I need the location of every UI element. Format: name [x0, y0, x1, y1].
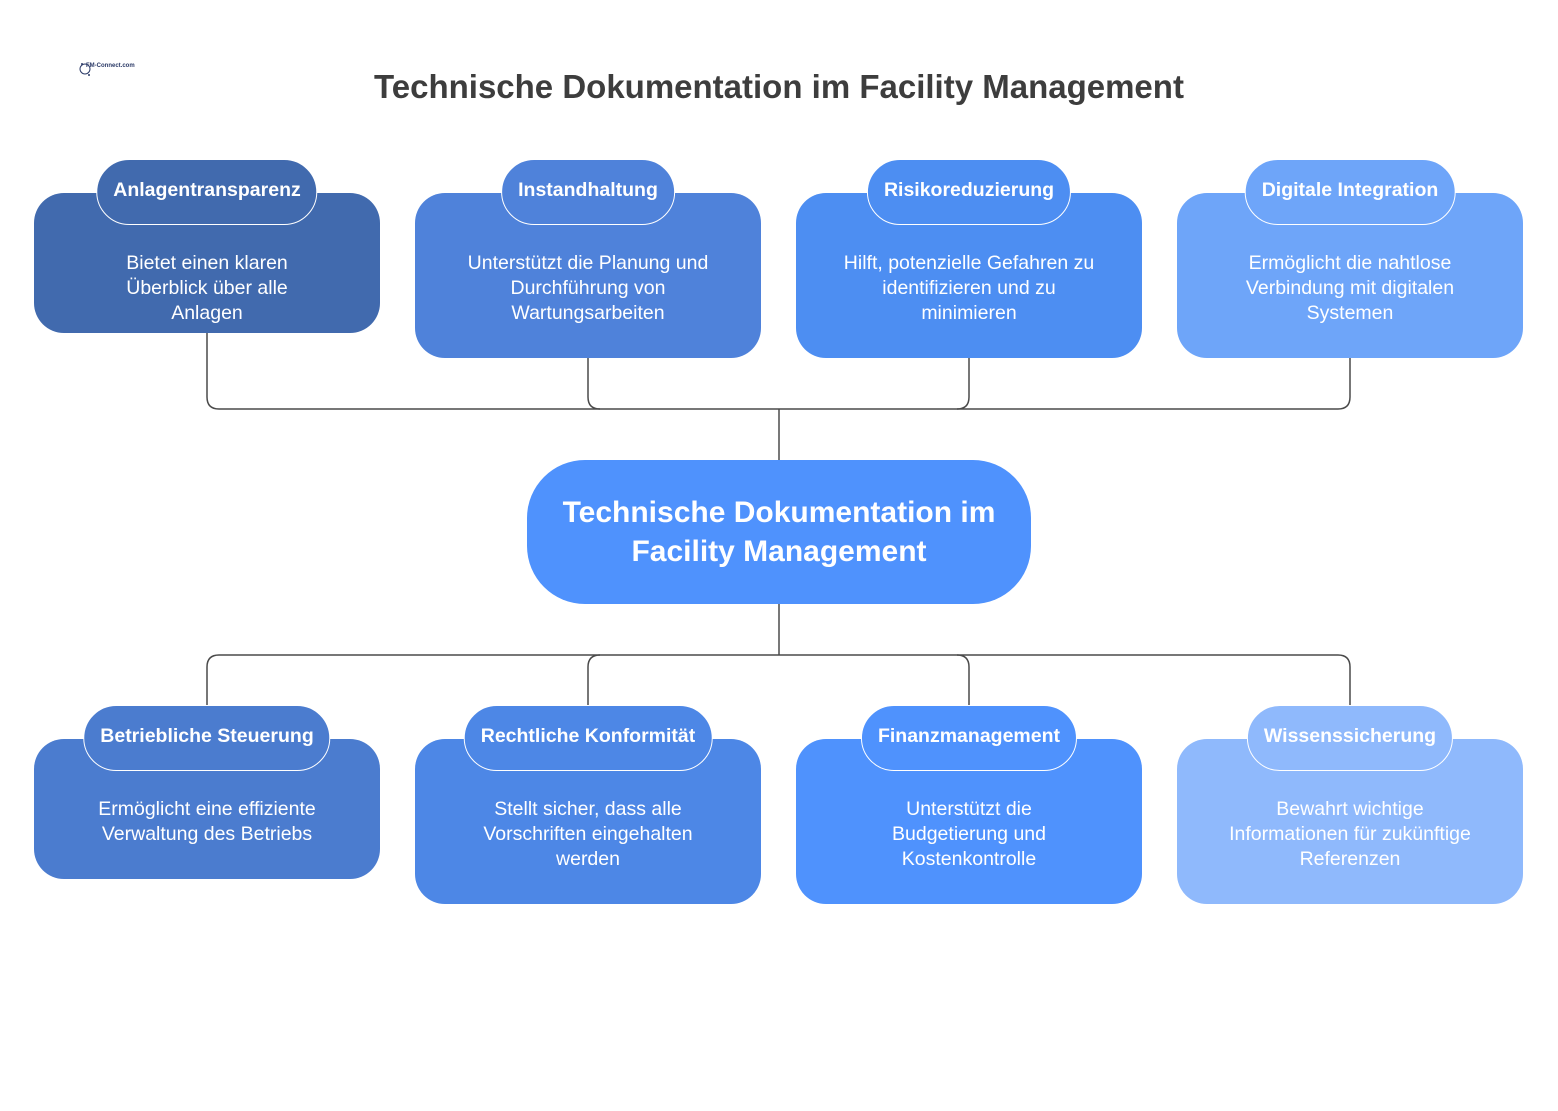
card-instandhaltung: Instandhaltung Unterstützt die Planung u…: [415, 159, 761, 358]
card-digitale-integration: Digitale Integration Ermöglicht die naht…: [1177, 159, 1523, 358]
card-label: Anlagentransparenz: [96, 159, 318, 225]
connector-bottom-3: [956, 654, 970, 705]
card-description: Bewahrt wichtige Informationen für zukün…: [1229, 798, 1471, 870]
card-label: Digitale Integration: [1244, 159, 1456, 225]
card-description: Hilft, potenzielle Gefahren zu identifiz…: [843, 252, 1095, 324]
card-finanzmanagement: Finanzmanagement Unterstützt die Budgeti…: [796, 705, 1142, 904]
card-description: Unterstützt die Planung und Durchführung…: [467, 252, 709, 324]
card-anlagentransparenz: Anlagentransparenz Bietet einen klaren Ü…: [34, 159, 380, 333]
card-description: Unterstützt die Budgetierung und Kostenk…: [892, 798, 1046, 870]
card-label: Finanzmanagement: [860, 705, 1078, 771]
card-risikoreduzierung: Risikoreduzierung Hilft, potenzielle Gef…: [796, 159, 1142, 358]
card-label: Betriebliche Steuerung: [83, 705, 331, 771]
card-description: Bietet einen klaren Überblick über alle …: [126, 252, 288, 324]
connector-top-2: [587, 358, 601, 410]
logo-icon: [79, 63, 91, 76]
card-description: Stellt sicher, dass alle Vorschriften ei…: [483, 798, 693, 870]
logo-text: FM-Connect.com: [86, 63, 135, 69]
card-wissenssicherung: Wissenssicherung Bewahrt wichtige Inform…: [1177, 705, 1523, 904]
card-betriebliche-steuerung: Betriebliche Steuerung Ermöglicht eine e…: [34, 705, 380, 879]
connector-top-1: [206, 333, 779, 410]
fm-connect-logo: FM-Connect.com: [78, 60, 135, 78]
card-rechtliche-konformitaet: Rechtliche Konformität Stellt sicher, da…: [415, 705, 761, 904]
connector-top-3: [956, 358, 970, 410]
card-description: Ermöglicht eine effiziente Verwaltung de…: [98, 798, 316, 845]
card-label: Instandhaltung: [501, 159, 675, 225]
card-description: Ermöglicht die nahtlose Verbindung mit d…: [1245, 252, 1455, 324]
connector-bottom-2: [587, 654, 601, 705]
connector-bottom-outer: [206, 654, 1351, 705]
central-topic: Technische Dokumentation im Facility Man…: [527, 460, 1031, 604]
card-label: Wissenssicherung: [1246, 705, 1454, 771]
page-title: Technische Dokumentation im Facility Man…: [374, 68, 1184, 105]
card-label: Rechtliche Konformität: [463, 705, 713, 771]
card-label: Risikoreduzierung: [866, 159, 1072, 225]
connector-top-4: [779, 358, 1351, 410]
